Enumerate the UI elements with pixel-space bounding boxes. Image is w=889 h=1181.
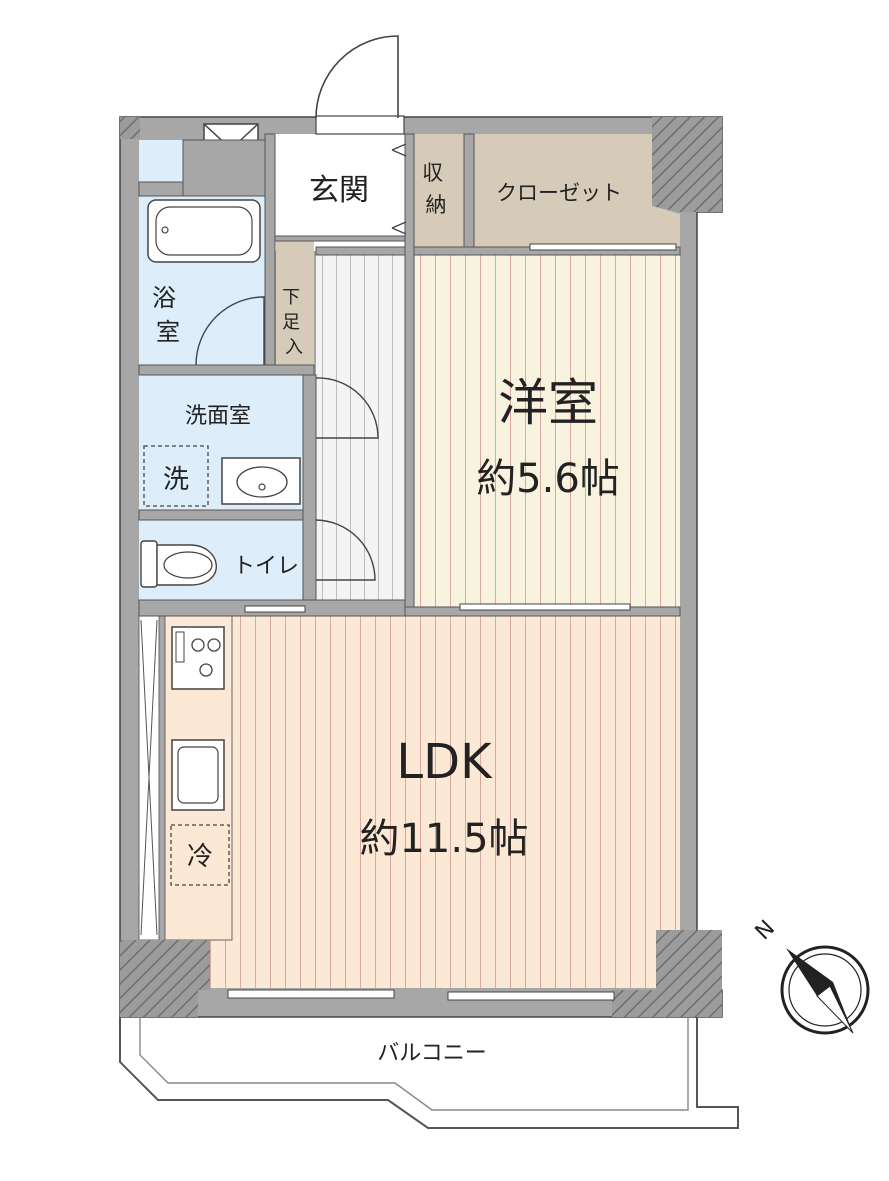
sink [221, 457, 301, 505]
hall-floor [316, 255, 405, 607]
western-room-label: 洋室 [498, 374, 598, 432]
storage-label-char-2: 納 [426, 193, 447, 217]
shoe-box-floor [276, 241, 314, 365]
windows [227, 243, 677, 1001]
closet-floor [474, 134, 680, 248]
entrance-label: 玄関 [309, 173, 369, 208]
column-bottom-right [612, 930, 722, 1017]
storage-label: 収 納 [422, 161, 450, 217]
ldk-label: LDK [396, 734, 493, 790]
bath-char-2: 室 [156, 318, 180, 346]
kitchen-sink [171, 739, 225, 811]
entrance-floor [275, 134, 407, 251]
shoe-box-char-3: 入 [285, 337, 303, 358]
compass-north-label: N [751, 916, 780, 945]
balcony-outline [119, 1017, 739, 1129]
western-room-floor [414, 255, 680, 607]
toilet-label: トイレ [233, 554, 299, 579]
ldk-size: 約11.5帖 [359, 816, 528, 862]
bath-label: 浴 室 [152, 284, 184, 346]
western-room-size: 約5.6帖 [476, 456, 620, 502]
balcony-inner [139, 1017, 689, 1111]
storage-label-char-1: 収 [422, 161, 443, 185]
column-top-left [120, 117, 140, 139]
storage-door-mark [391, 143, 407, 235]
column-bottom-left [120, 940, 210, 1017]
compass [780, 945, 870, 1035]
ldk-floor [210, 616, 680, 988]
washer-label: 洗 [163, 465, 189, 495]
shoe-box-label: 下 足 入 [282, 287, 306, 358]
bath-char-1: 浴 [152, 284, 176, 312]
fridge-space [170, 824, 230, 886]
washer-area [143, 445, 209, 507]
washroom-label: 洗面室 [185, 404, 251, 429]
fridge-label: 冷 [187, 842, 213, 872]
stove [171, 626, 225, 690]
storage-x-marks [140, 619, 158, 936]
storage-floor [407, 134, 464, 247]
balcony-label: バルコニー [377, 1041, 487, 1066]
column-top-right [652, 117, 722, 212]
toilet-door [315, 519, 376, 581]
toilet-bowl [140, 540, 217, 588]
front-door [315, 35, 405, 135]
washroom-door [315, 377, 379, 439]
shoe-box-char-1: 下 [282, 287, 300, 308]
bathtub [147, 199, 261, 263]
closet-label: クローゼット [496, 181, 622, 205]
shoe-box-char-2: 足 [282, 312, 300, 333]
bath-door [195, 296, 265, 366]
